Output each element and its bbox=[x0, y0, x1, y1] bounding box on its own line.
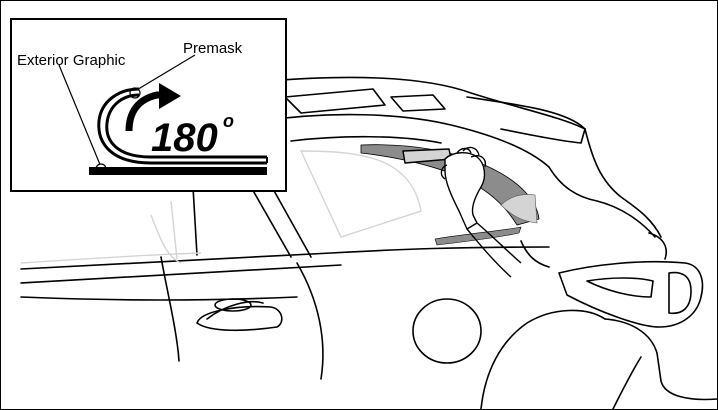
rotation-value: 180 bbox=[151, 116, 218, 160]
exterior-graphic-label: Exterior Graphic bbox=[17, 52, 126, 69]
detail-inset: Exterior Graphic Premask 180 o bbox=[11, 19, 286, 191]
premask-label: Premask bbox=[183, 40, 243, 57]
rotation-unit: o bbox=[223, 111, 234, 131]
hand-icon bbox=[403, 148, 521, 277]
